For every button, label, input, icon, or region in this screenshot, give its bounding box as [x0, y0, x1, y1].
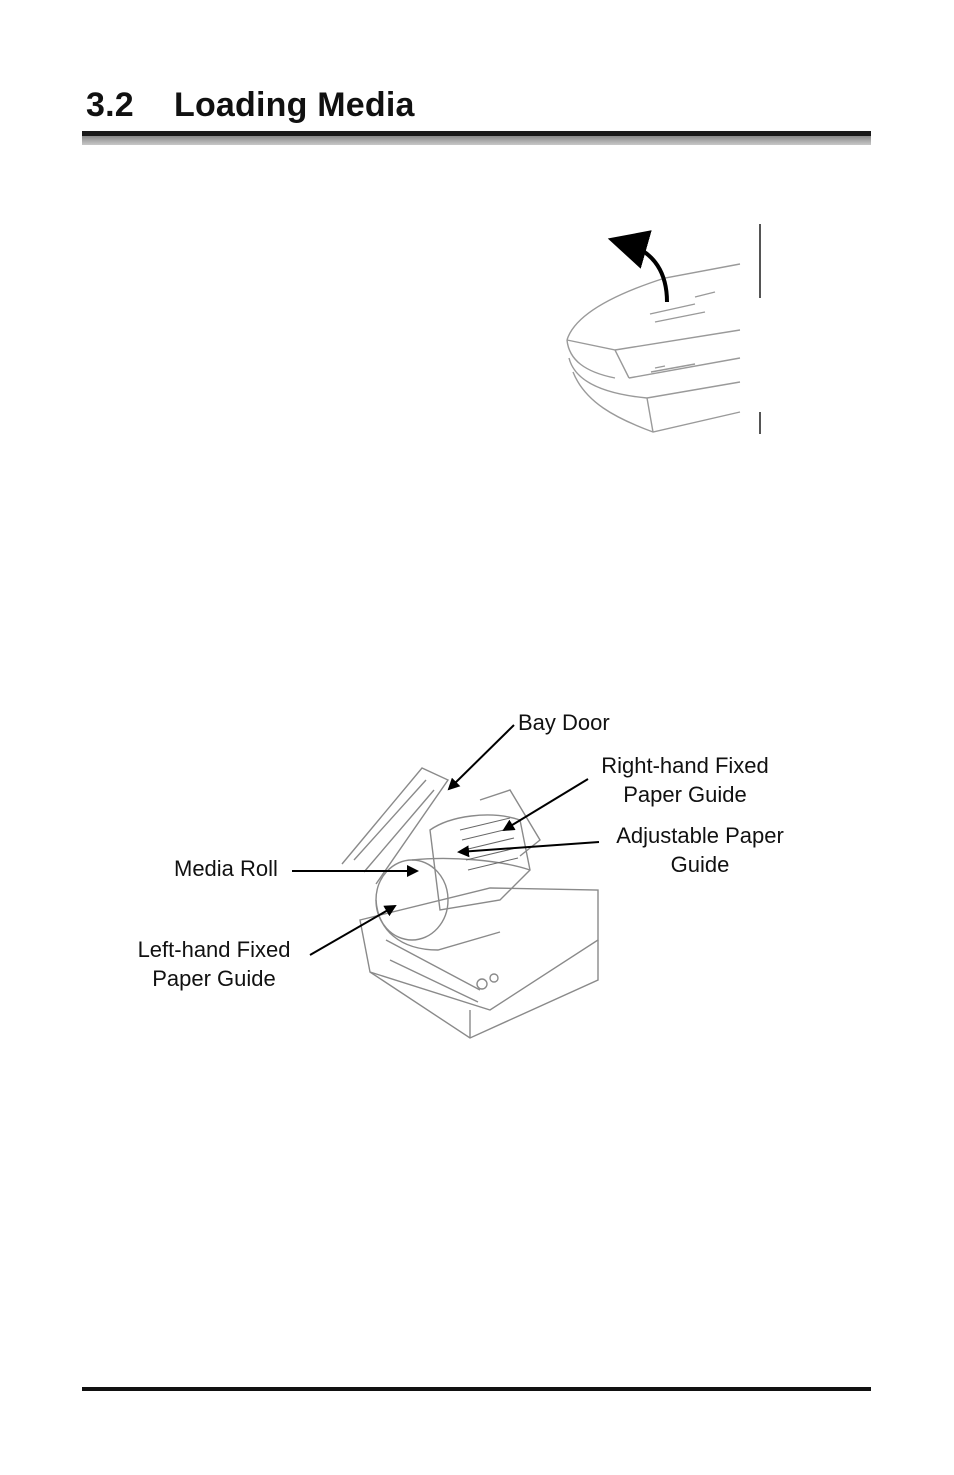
label-bay-door: Bay Door	[518, 710, 610, 735]
label-media-roll: Media Roll	[174, 856, 278, 881]
label-adjustable-paper-guide: Adjustable Paper Guide	[616, 823, 784, 877]
heading-rule	[82, 131, 871, 145]
section-number: 3.2	[86, 86, 134, 124]
printer-open-door-illustration	[566, 224, 761, 434]
section-title: Loading Media	[174, 86, 415, 124]
footer-rule	[82, 1387, 871, 1391]
adjustable-guide-pointer	[457, 841, 600, 858]
right-guide-pointer	[502, 778, 589, 832]
label-right-hand-fixed-paper-guide: Right-hand Fixed Paper Guide	[601, 753, 769, 807]
bay-door-pointer	[447, 724, 515, 791]
section-heading: 3.2 Loading Media	[86, 86, 415, 125]
printer-interior-illustration	[341, 767, 599, 1039]
left-guide-pointer	[309, 905, 397, 956]
label-left-hand-fixed-paper-guide: Left-hand Fixed Paper Guide	[137, 937, 291, 991]
